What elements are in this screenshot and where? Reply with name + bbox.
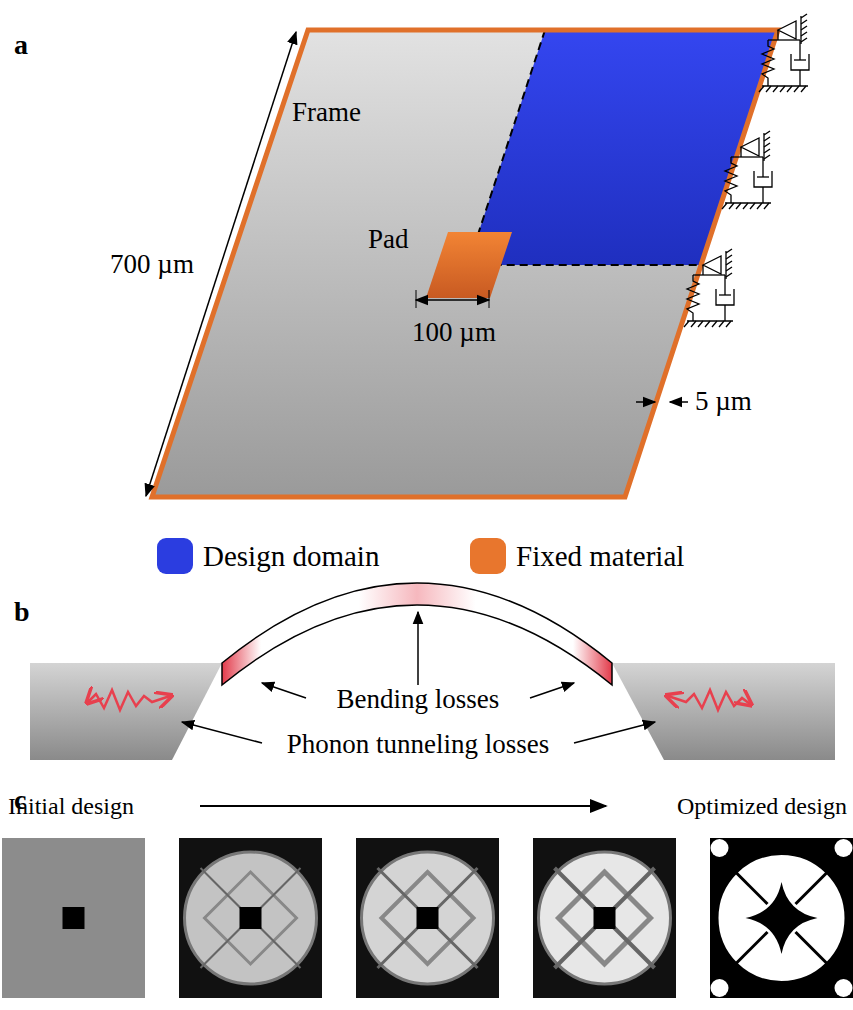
phonon-wave	[668, 690, 750, 710]
frame	[152, 30, 778, 497]
progress-arrow	[200, 805, 606, 807]
spring-damper	[759, 14, 809, 92]
pointer-arrow	[182, 722, 262, 743]
substrate	[30, 663, 222, 760]
annotation-label: Bending losses	[337, 685, 500, 715]
annotation-label: Pad	[368, 225, 409, 255]
annotation-label: 700 µm	[110, 250, 194, 280]
design-sequence	[2, 838, 853, 998]
pointer-arrow	[530, 683, 574, 698]
spring-damper	[684, 249, 734, 327]
legend-swatch	[470, 538, 506, 574]
pointer-arrow	[417, 612, 419, 686]
annotation-label: 5 µm	[695, 387, 752, 417]
annotation-label: 100 µm	[412, 318, 496, 348]
pad	[426, 232, 512, 298]
design-snapshot	[2, 838, 145, 998]
spring-damper-supports	[684, 14, 809, 327]
legend-entry: Fixed material	[470, 538, 684, 574]
legend-label: Fixed material	[516, 540, 684, 573]
substrate	[612, 663, 835, 760]
legend-label: Design domain	[203, 540, 379, 573]
design-snapshot	[179, 838, 322, 998]
annotation-label: Initial design	[8, 793, 134, 819]
membrane-region	[152, 30, 778, 497]
design-snapshot	[533, 838, 676, 998]
membrane	[222, 583, 612, 685]
dimension-line	[416, 299, 489, 301]
dimension-arrow	[670, 401, 688, 403]
phonon-wave	[88, 690, 170, 710]
pointer-arrow	[574, 722, 655, 743]
dashed-boundary	[468, 30, 701, 265]
annotation-label: Phonon tunneling losses	[287, 730, 550, 760]
legend-swatch	[157, 538, 193, 574]
design-snapshot	[710, 838, 853, 998]
dimension-arrow	[636, 401, 655, 403]
panel-letter: b	[14, 597, 30, 628]
pointer-arrow	[262, 683, 306, 698]
annotation-label: Optimized design	[677, 793, 847, 819]
spring-damper	[722, 131, 772, 209]
dimension-tick	[489, 290, 490, 308]
legend-entry: Design domain	[157, 538, 379, 574]
dimension-tick	[416, 290, 417, 308]
design-snapshot	[356, 838, 499, 998]
design-domain	[468, 30, 778, 265]
panel-letter: a	[14, 30, 28, 61]
annotation-label: Frame	[292, 98, 361, 128]
